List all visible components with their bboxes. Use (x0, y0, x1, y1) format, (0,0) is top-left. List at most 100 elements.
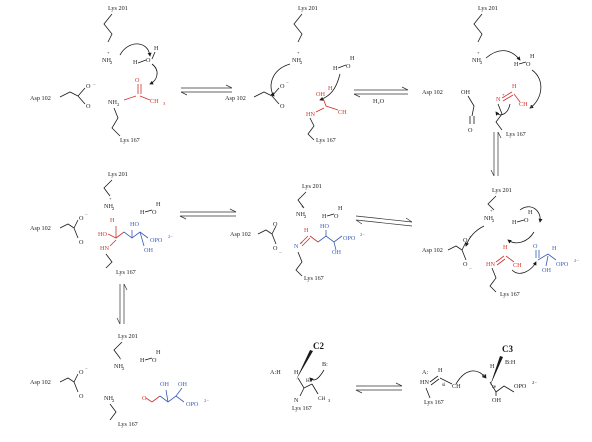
svg-text:CH: CH (318, 396, 325, 402)
equilibrium-arrow-1-2 (180, 84, 233, 96)
structure-7-product-released: Lys 201 NH 2 + H O H Asp 102 O O − NH 2 … (30, 333, 209, 428)
svg-text:O: O (152, 357, 157, 364)
svg-text:B:: B: (322, 361, 328, 368)
svg-text:Asp 102: Asp 102 (225, 95, 246, 102)
svg-text:O: O (79, 239, 84, 246)
svg-text:2: 2 (117, 102, 120, 107)
svg-text:O: O (86, 103, 91, 110)
svg-text:+: + (119, 356, 122, 361)
svg-text:O: O (146, 57, 151, 64)
svg-text:Lys 167: Lys 167 (304, 275, 324, 282)
svg-text:Lys 167: Lys 167 (118, 421, 138, 428)
svg-text:Lys 201: Lys 201 (118, 333, 138, 340)
svg-text:CH: CH (519, 101, 528, 108)
svg-text:A:: A: (422, 369, 428, 376)
svg-text:H: H (333, 65, 338, 72)
svg-text:Lys 201: Lys 201 (302, 183, 322, 190)
svg-text:H: H (154, 45, 159, 52)
svg-text:+: + (502, 92, 505, 97)
svg-text:H: H (512, 219, 517, 226)
svg-text:OPO: OPO (343, 235, 356, 242)
svg-text:Lys 167: Lys 167 (120, 137, 140, 144)
svg-text:−: − (93, 82, 96, 87)
svg-text:H: H (512, 83, 517, 90)
svg-text:2−: 2− (360, 232, 365, 237)
svg-text:B:H: B:H (505, 359, 516, 366)
svg-text:H: H (530, 53, 535, 60)
svg-text:−: − (85, 212, 88, 217)
svg-text:Asp 102: Asp 102 (30, 225, 51, 232)
svg-text:O: O (482, 373, 487, 380)
svg-text:O: O (135, 77, 140, 84)
svg-text:2−: 2− (532, 380, 537, 385)
svg-text:HN: HN (486, 261, 495, 268)
svg-text:HN: HN (100, 245, 109, 252)
svg-text:OPO: OPO (186, 401, 199, 408)
svg-text:H: H (490, 363, 495, 370)
svg-text:Hs: Hs (306, 378, 312, 384)
svg-text:H: H (140, 209, 145, 216)
svg-text:H: H (514, 61, 519, 68)
svg-text:3: 3 (328, 398, 331, 403)
svg-text:H: H (438, 367, 443, 374)
structure-3-iminium: Lys 201 NH 2 + H O H Asp 102 OH O N + H … (422, 5, 542, 138)
svg-text:Lys 167: Lys 167 (116, 269, 136, 276)
svg-text:O: O (86, 83, 91, 90)
svg-text:NH: NH (104, 395, 113, 402)
svg-text:N: N (496, 96, 501, 103)
svg-text:HO: HO (98, 231, 107, 238)
svg-text:HN: HN (306, 111, 315, 118)
equilibrium-arrow-2-3: H₂O (353, 86, 409, 105)
structure-6-carbinolamine-adduct: Lys 201 NH 2 + H O H Asp 102 O O − HO HN… (30, 171, 173, 276)
svg-text:O: O (273, 245, 278, 252)
water-released-label: H₂O (373, 98, 385, 105)
c3-wedge (490, 356, 503, 386)
nh2-label: NH (102, 57, 111, 64)
svg-text:OPO: OPO (514, 383, 527, 390)
svg-text:O: O (526, 61, 531, 68)
svg-text:+: + (301, 204, 304, 209)
svg-text:O: O (463, 261, 468, 268)
svg-text:Lys 201: Lys 201 (492, 187, 512, 194)
svg-text:+: + (477, 50, 480, 55)
svg-text:OH: OH (144, 247, 153, 254)
svg-text:OH: OH (332, 249, 341, 256)
svg-text:OH: OH (542, 267, 551, 274)
equilibrium-arrow-6-7 (116, 283, 128, 325)
svg-text:Lys 201: Lys 201 (298, 5, 318, 12)
svg-text:Lys 167: Lys 167 (316, 137, 336, 144)
water-h-label: H (133, 59, 138, 66)
svg-text:O: O (280, 83, 285, 90)
svg-text:Lys 167: Lys 167 (506, 131, 526, 138)
svg-text:N: N (294, 243, 299, 250)
svg-text:2: 2 (492, 218, 495, 223)
svg-text:2−: 2− (168, 234, 173, 239)
svg-text:+: + (107, 50, 110, 55)
svg-text:O: O (468, 127, 473, 134)
structure-1-imine-precursor: Lys 201 NH 2 + H O H O CH 3 Asp 102 O O … (30, 5, 166, 144)
svg-text:H: H (110, 217, 115, 224)
svg-text:CH: CH (150, 98, 159, 105)
lys201-chain (103, 13, 113, 43)
svg-text:+: + (297, 50, 300, 55)
svg-text:Asp 102: Asp 102 (30, 379, 51, 386)
svg-text:Lys 167: Lys 167 (424, 399, 444, 406)
svg-text:A:H: A:H (270, 369, 281, 376)
svg-text:−: − (469, 266, 472, 271)
svg-text:O: O (79, 369, 84, 376)
svg-text:OH: OH (316, 91, 325, 98)
svg-text:2: 2 (304, 214, 307, 219)
svg-text:O: O (533, 243, 538, 250)
svg-text:Lys 167: Lys 167 (292, 405, 312, 412)
c3-label: C3 (502, 344, 513, 354)
svg-text:O: O (334, 213, 339, 220)
svg-text:H: H (350, 55, 355, 62)
svg-text:2: 2 (112, 398, 115, 403)
asp102-label: Asp 102 (30, 95, 51, 102)
structure-2-carbinolamine: Lys 201 NH 2 + H O H OH H CH HN Asp 102 … (225, 5, 355, 144)
equilibrium-arrow-3-4 (490, 131, 502, 177)
equilibrium-arrow-4-5 (355, 215, 413, 227)
svg-text:3: 3 (163, 101, 166, 106)
svg-text:CH: CH (513, 262, 522, 269)
svg-text:O: O (346, 63, 351, 70)
